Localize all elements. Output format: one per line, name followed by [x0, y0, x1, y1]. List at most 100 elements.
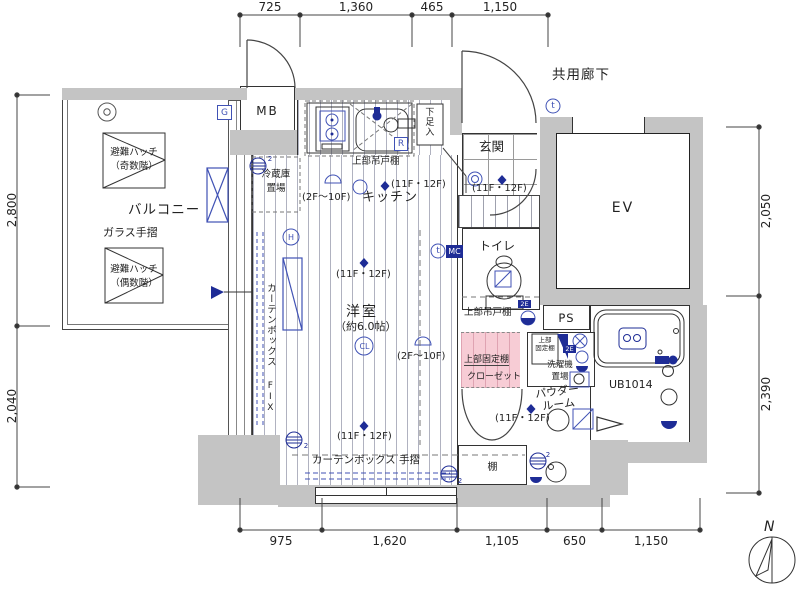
count-2-marker: 2: [267, 155, 273, 163]
mb-label: MB: [256, 104, 279, 118]
toilet-vent-icon: [520, 310, 536, 326]
shelf-side-icons: [530, 461, 567, 483]
bath-faucet: [655, 349, 678, 429]
vent-icon: [285, 431, 303, 449]
north-label: N: [764, 519, 775, 535]
balcony-arrow-icon: [211, 286, 252, 299]
reference-dashed-lines: [292, 230, 525, 456]
ev-label: EV: [611, 200, 635, 216]
dim-left-1: 2,800: [5, 192, 19, 228]
powder-floors-high: (11F・12F): [495, 413, 550, 424]
entrance-step-lines: [442, 147, 467, 193]
half-light-icon: [324, 174, 342, 184]
g-marker: G: [217, 105, 232, 120]
dim-left-2: 2,040: [5, 388, 19, 424]
south-curtain-lines: [305, 472, 450, 480]
living-label: 洋室: [346, 304, 378, 320]
r-marker: R: [394, 137, 408, 151]
ev-cab: [556, 133, 690, 289]
balcony-drain-icon: [97, 102, 117, 122]
kitchen-floors-low: (2F～10F): [302, 192, 351, 203]
mb-door-arc: [246, 39, 296, 89]
balcony-outline: [62, 88, 230, 330]
entrance-tile-floor: [462, 133, 537, 195]
dim-top-2: 1,360: [338, 0, 374, 14]
vent-icon: [249, 157, 267, 175]
shelf-box: [458, 445, 527, 485]
kitchen-cupboard-label: 上部吊戸棚: [352, 156, 400, 167]
corridor-label: 共用廊下: [552, 67, 610, 83]
living-size-label: （約6.0帖）: [335, 320, 397, 333]
fridge-label: 冷蔵庫 置場: [261, 169, 291, 194]
curtain-box-side-label: カーテンボックス: [264, 283, 276, 367]
mc-marker: MC: [446, 245, 463, 258]
door-swings: [246, 39, 625, 441]
living-floors-low: (2F～10F): [397, 351, 446, 362]
cl-marker-circle: [354, 336, 374, 356]
dim-bottom-2: 1,620: [372, 534, 407, 548]
t-marker-room: t: [436, 246, 440, 256]
wall-cabinet-icon: [282, 257, 303, 331]
wall-bottom-right-b: [628, 442, 707, 463]
hatch-odd-label: 避難ハッチ （奇数階）: [110, 147, 158, 172]
entrance-door-arc: [461, 50, 537, 124]
closet-shelf-label: 上部固定棚: [464, 355, 510, 367]
wall-entrance-stub: [450, 100, 462, 135]
balcony-inner-line: [67, 88, 230, 325]
t-marker-circle: [545, 98, 561, 114]
bathtub: [593, 309, 685, 368]
dim-bottom-4: 650: [563, 534, 586, 548]
kitchen-floors-high: (11F・12F): [391, 179, 446, 190]
living-floor: [252, 155, 458, 487]
vent-icon: [529, 452, 547, 470]
t-marker-circle: [430, 243, 446, 259]
cl-marker: CL: [359, 342, 370, 351]
laundry-shelf-label: 上部 固定棚: [535, 336, 555, 353]
balcony-label: バルコニー: [128, 202, 201, 218]
kitchen-label: キッチン: [362, 190, 419, 205]
window-meeting-stile: [386, 488, 387, 496]
compass-icon: [748, 536, 796, 584]
window-frame-line: [236, 101, 237, 437]
floor-marker-diamonds: [359, 175, 536, 431]
laundry-label: 洗濯機 置場: [547, 360, 573, 382]
half-light-icon: [414, 336, 432, 346]
wall-top-kitchen: [295, 88, 462, 100]
west-window: [228, 100, 252, 438]
shoe-cabinet-label: 下足入: [423, 107, 434, 137]
toilet-cupboard-label: 上部吊戸棚: [464, 307, 512, 318]
bath-folding-door-icon: [596, 416, 625, 432]
closet-door-right-arc: [491, 388, 523, 441]
entrance-floors-high: (11F・12F): [472, 183, 527, 194]
bath-label: UB1014: [609, 378, 653, 391]
dim-top-4: 1,150: [482, 0, 518, 14]
dim-right-1: 2,050: [759, 193, 773, 229]
evacuation-hatches: [102, 132, 166, 304]
ps-label: PS: [558, 310, 575, 325]
closet: [461, 332, 520, 388]
light-icons: [324, 174, 432, 346]
curtain-box-lines: [256, 232, 264, 428]
kitchen-counter: [306, 102, 416, 154]
dimension-lines: [14, 12, 762, 533]
toilet-label: トイレ: [479, 239, 516, 253]
fix-label: FIX: [265, 381, 276, 414]
living-floors-high-bottom: (11F・12F): [337, 431, 392, 442]
living-floors-high-top: (11F・12F): [336, 269, 391, 280]
entrance-light-icon: [467, 171, 483, 187]
closet-label: クローゼット: [467, 372, 522, 382]
dim-bottom-1: 975: [269, 534, 293, 548]
count-2-marker: 2: [303, 442, 309, 450]
dim-bottom-5: 1,150: [633, 534, 669, 548]
fix-window-x-icon: [206, 167, 229, 223]
shelf-label: 棚: [487, 461, 498, 473]
closet-door-left-arc: [461, 388, 493, 441]
hall-door-arc: [489, 168, 537, 216]
ev-shaft-walls: [540, 117, 703, 305]
mb-box: [240, 86, 295, 138]
ev-door-opening: [572, 117, 645, 133]
outlet-2e-marker: 2E: [563, 345, 576, 353]
entrance-label: 玄関: [479, 139, 505, 154]
h-marker: H: [287, 232, 294, 242]
